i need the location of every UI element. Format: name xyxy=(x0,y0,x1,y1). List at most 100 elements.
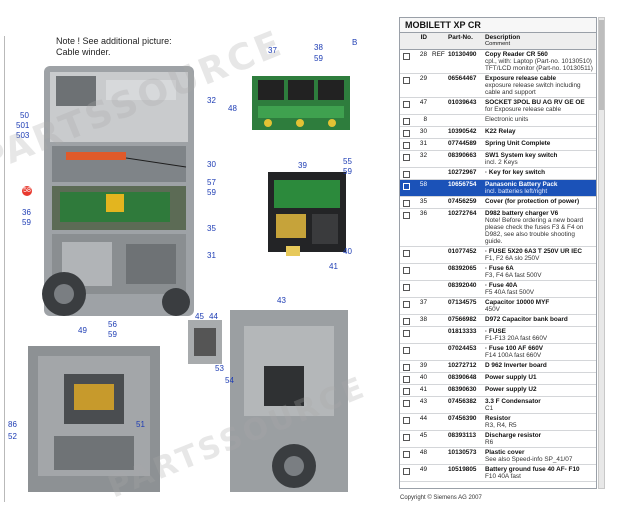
table-row[interactable]: 10272967· Key for key switch xyxy=(400,168,596,180)
row-checkbox[interactable] xyxy=(403,250,410,257)
row-checkbox[interactable] xyxy=(403,434,410,441)
row-id: 48 xyxy=(419,449,427,456)
row-ref xyxy=(430,264,446,280)
row-checkbox-cell xyxy=(400,414,413,430)
row-ref xyxy=(430,139,446,150)
row-checkbox[interactable] xyxy=(403,451,410,458)
callout-54: 54 xyxy=(225,376,234,385)
row-comment: Electronic units xyxy=(485,116,529,123)
row-checkbox[interactable] xyxy=(403,154,410,161)
row-checkbox-cell xyxy=(400,298,413,314)
row-checkbox[interactable] xyxy=(403,118,410,125)
row-checkbox[interactable] xyxy=(403,376,410,383)
row-ref xyxy=(430,74,446,97)
row-checkbox[interactable] xyxy=(403,171,410,178)
row-comment: cpl., with: Laptop (Part-no. 10130510) T… xyxy=(485,58,593,72)
row-description: · Fuse 6A xyxy=(485,265,514,272)
row-checkbox[interactable] xyxy=(403,130,410,137)
callout-44: 44 xyxy=(209,312,218,321)
inverter-board-photo xyxy=(268,172,346,256)
row-id: 41 xyxy=(419,386,427,393)
row-checkbox[interactable] xyxy=(403,77,410,84)
row-checkbox[interactable] xyxy=(403,101,410,108)
row-checkbox[interactable] xyxy=(403,267,410,274)
callout-59c: 59 xyxy=(207,188,216,197)
row-checkbox[interactable] xyxy=(403,318,410,325)
scrollbar-thumb[interactable] xyxy=(599,20,604,110)
row-comment: F3, F4 6A fast 500V xyxy=(485,272,542,279)
row-checkbox[interactable] xyxy=(403,417,410,424)
row-part-no: 08392040 xyxy=(448,282,477,289)
illustration-frame xyxy=(4,36,391,502)
row-description: Panasonic Battery Pack xyxy=(485,181,558,188)
row-checkbox[interactable] xyxy=(403,200,410,207)
row-comment: See also Speed-info SP_41/07 xyxy=(485,456,573,463)
row-checkbox[interactable] xyxy=(403,183,410,190)
row-part-no: 10656754 xyxy=(448,181,477,188)
row-checkbox[interactable] xyxy=(403,330,410,337)
row-checkbox[interactable] xyxy=(403,53,410,60)
row-description: Power supply U2 xyxy=(485,386,537,393)
row-description: · Fuse 40A xyxy=(485,282,518,289)
row-checkbox[interactable] xyxy=(403,284,410,291)
row-ref xyxy=(430,344,446,360)
row-checkbox[interactable] xyxy=(403,388,410,395)
row-ref xyxy=(430,115,446,126)
row-checkbox[interactable] xyxy=(403,212,410,219)
callout-501: 501 xyxy=(16,121,30,130)
row-checkbox-cell xyxy=(400,180,413,196)
callout-37: 37 xyxy=(268,46,277,55)
row-part-no: 07456390 xyxy=(448,415,477,422)
table-scrollbar[interactable] xyxy=(598,17,605,489)
row-description: Copy Reader CR 560 xyxy=(485,51,548,58)
row-id: 8 xyxy=(423,116,427,123)
table-row[interactable]: 8 Electronic units xyxy=(400,115,596,127)
callout-59e: 59 xyxy=(108,330,117,339)
row-id xyxy=(413,247,430,263)
row-checkbox[interactable] xyxy=(403,364,410,371)
row-checkbox[interactable] xyxy=(403,142,410,149)
col-description: Description Comment xyxy=(485,34,521,47)
row-ref xyxy=(430,414,446,430)
row-checkbox[interactable] xyxy=(403,468,410,475)
row-description: Discharge resistor xyxy=(485,432,542,439)
callout-36: 36 xyxy=(22,208,31,217)
row-description: K22 Relay xyxy=(485,128,516,135)
row-checkbox[interactable] xyxy=(403,400,410,407)
row-description: Resistor xyxy=(485,415,511,422)
row-part-no: 10272712 xyxy=(448,362,477,369)
row-id: 58 xyxy=(419,181,427,188)
callout-51: 51 xyxy=(136,420,145,429)
row-checkbox[interactable] xyxy=(403,347,410,354)
row-checkbox[interactable] xyxy=(403,301,410,308)
row-checkbox-cell xyxy=(400,98,413,114)
